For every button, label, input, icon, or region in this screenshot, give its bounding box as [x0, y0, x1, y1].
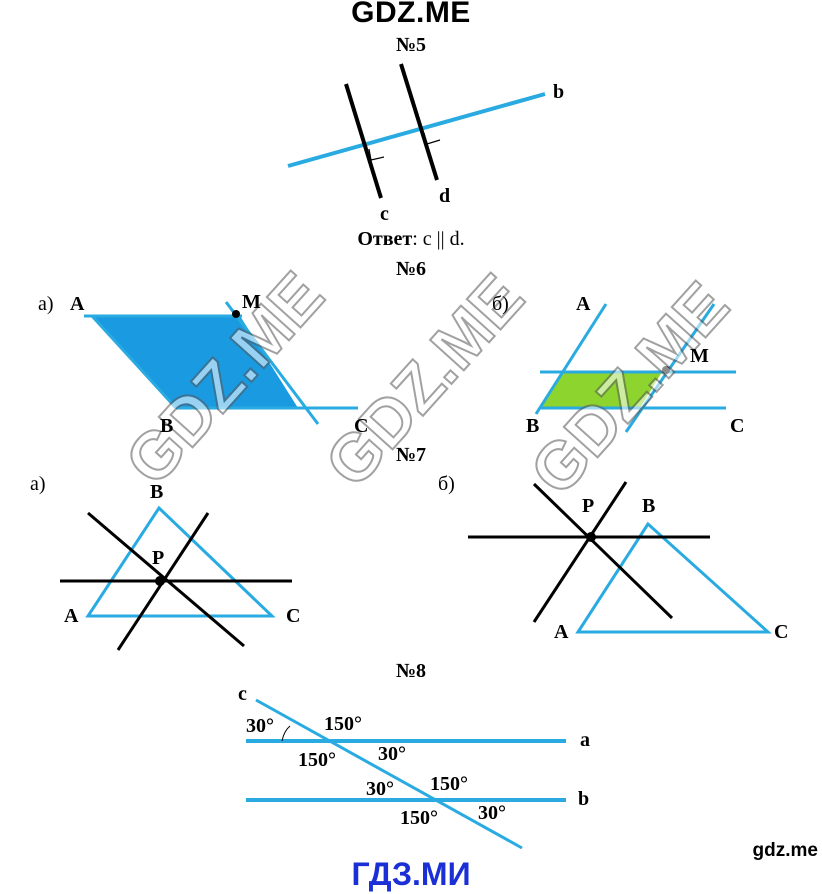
label-c: C	[730, 415, 745, 437]
task5-answer: Ответ: c || d.	[0, 228, 822, 251]
label-p: P	[152, 547, 165, 569]
label-a: A	[576, 293, 591, 315]
label-m: M	[690, 345, 709, 367]
line-ab	[534, 303, 608, 415]
right-angle-mark	[368, 148, 385, 161]
line-through-m	[224, 301, 320, 425]
footer-site-link[interactable]: gdz.me	[752, 840, 818, 861]
line-parallel-bc	[532, 482, 674, 620]
right-angle-mark	[423, 132, 441, 145]
answer-label: Ответ	[357, 228, 413, 250]
label-c: c	[238, 683, 247, 705]
label-b: b	[553, 81, 565, 103]
task7b-figure	[468, 481, 772, 634]
label-b: B	[526, 415, 540, 437]
label-a: A	[64, 605, 79, 627]
task6b-figure	[534, 303, 736, 433]
label-m: M	[242, 291, 261, 313]
line-ab	[90, 314, 178, 410]
task6b-sublabel: б)	[492, 293, 509, 315]
line-parallel-ab	[532, 481, 628, 623]
line-c	[344, 83, 383, 199]
task7a-sublabel: а)	[30, 473, 46, 495]
footer-brand: ГДЗ.МИ	[351, 856, 471, 892]
label-c: C	[354, 415, 369, 437]
point-p	[155, 576, 165, 586]
line-b	[287, 92, 546, 168]
point-m	[232, 310, 240, 318]
task5-heading: №5	[395, 34, 427, 56]
line-parallel-ab	[624, 303, 716, 433]
label-a: a	[580, 729, 590, 751]
angle-label: 150°	[324, 713, 362, 735]
task6a-sublabel: а)	[38, 293, 54, 315]
task8-figure	[246, 698, 566, 850]
label-a: A	[70, 293, 85, 315]
label-b: B	[642, 495, 656, 517]
angle-arc	[281, 725, 291, 742]
task6a-figure	[84, 301, 358, 425]
point-m	[662, 366, 670, 374]
task7a-figure	[60, 505, 292, 651]
task7b-sublabel: б)	[438, 473, 455, 495]
task8-heading: №8	[395, 660, 427, 682]
label-c: C	[286, 605, 301, 627]
label-c: C	[774, 621, 789, 643]
angle-label: 150°	[430, 773, 468, 795]
angle-label: 150°	[400, 807, 438, 829]
label-b: B	[160, 415, 174, 437]
parallelogram-fill	[92, 316, 298, 408]
label-d: d	[439, 185, 451, 207]
task7-heading: №7	[395, 444, 427, 466]
task5-figure	[287, 63, 546, 199]
parallelogram-fill	[540, 372, 662, 408]
label-b: b	[578, 788, 590, 810]
triangle-abc	[85, 505, 276, 618]
angle-label: 150°	[298, 749, 336, 771]
angle-label: 30°	[378, 743, 406, 765]
angle-label: 30°	[246, 715, 274, 737]
label-b: B	[150, 481, 164, 503]
answer-text: : c || d.	[412, 228, 465, 250]
angle-label: 30°	[366, 778, 394, 800]
label-p: P	[582, 495, 595, 517]
line-c-transversal	[255, 698, 523, 850]
label-a: A	[554, 621, 569, 643]
line-d	[399, 63, 439, 181]
label-c: c	[380, 203, 389, 225]
point-p	[586, 532, 596, 542]
triangle-abc	[575, 521, 772, 634]
angle-label: 30°	[478, 802, 506, 824]
task6-heading: №6	[395, 258, 427, 280]
site-title: GDZ.ME	[351, 0, 471, 29]
